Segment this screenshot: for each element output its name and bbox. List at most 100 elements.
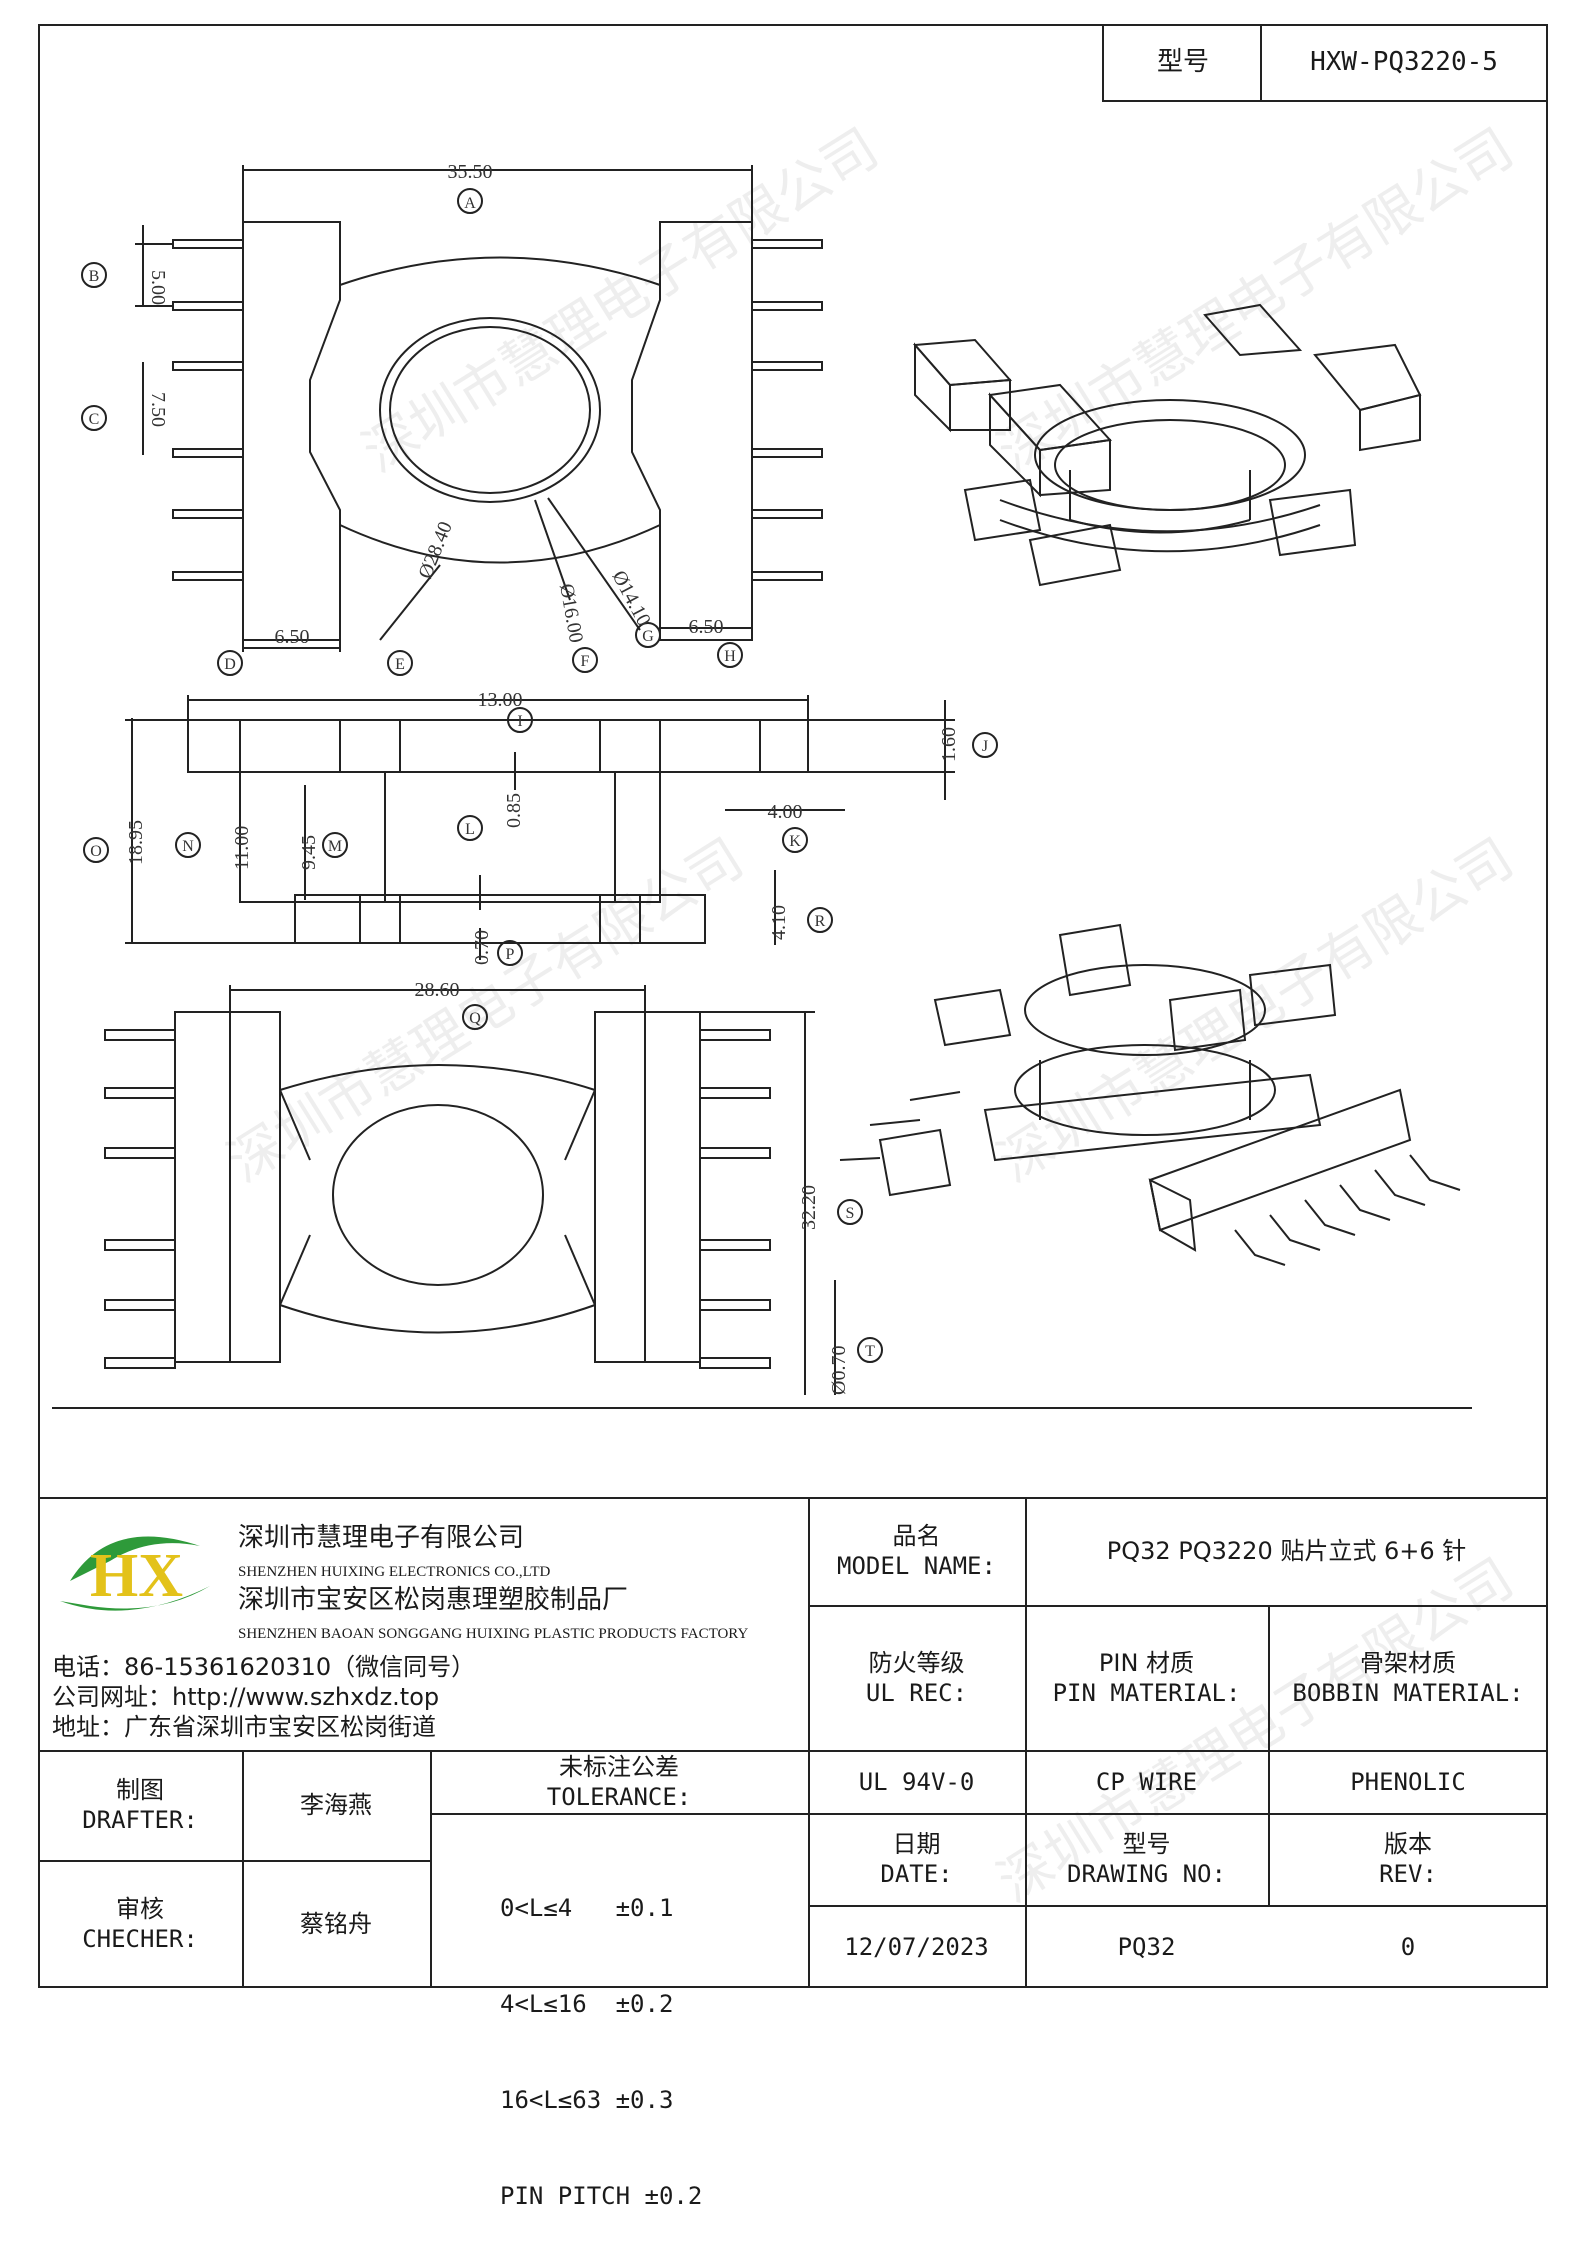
checker-label-en: CHECHER: bbox=[82, 1925, 198, 1953]
mark-a: A bbox=[464, 195, 476, 212]
mark-i: I bbox=[517, 713, 522, 730]
model-name-label-en: MODEL NAME: bbox=[837, 1552, 996, 1580]
fire-rating-label-en: UL REC: bbox=[865, 1678, 968, 1707]
dim-p: 0.70 bbox=[471, 930, 493, 965]
dim-k: 4.00 bbox=[768, 801, 803, 823]
drafter-label-en: DRAFTER: bbox=[82, 1806, 198, 1834]
dim-e: Ø28.40 bbox=[414, 519, 457, 582]
bobbin-material-label-en: BOBBIN MATERIAL: bbox=[1292, 1678, 1524, 1707]
drawing-no-label-cn: 型号 bbox=[1122, 1830, 1171, 1858]
dim-i: 13.00 bbox=[478, 689, 523, 711]
top-view-right-body bbox=[631, 221, 753, 641]
title-block-rule bbox=[430, 1813, 808, 1815]
mark-j: J bbox=[982, 738, 988, 755]
factory-name-cn: 深圳市宝安区松岗惠理塑胶制品厂 bbox=[238, 1585, 629, 1615]
company-name-en: SHENZHEN HUIXING ELECTRONICS CO.,LTD bbox=[238, 1564, 551, 1580]
company-phone: 电话：86-15361620310（微信同号） bbox=[52, 1653, 476, 1681]
pin-material-value: CP WIRE bbox=[1095, 1767, 1198, 1796]
dim-o: 18.95 bbox=[125, 820, 147, 865]
pin-material-label-en: PIN MATERIAL: bbox=[1052, 1678, 1241, 1707]
dim-r: 4.10 bbox=[768, 905, 790, 940]
tolerance-list: 0<L≤4 ±0.1 4<L≤16 ±0.2 16<L≤63 ±0.3 PIN … bbox=[500, 1828, 800, 2244]
mark-d: D bbox=[224, 656, 236, 673]
drafter-name: 李海燕 bbox=[300, 1791, 372, 1819]
drawing-no-label-en: DRAWING NO: bbox=[1067, 1860, 1226, 1888]
top-view bbox=[135, 165, 823, 652]
rev-value: 0 bbox=[1400, 1932, 1416, 1961]
mark-t: T bbox=[865, 1343, 875, 1360]
dim-c: 7.50 bbox=[147, 392, 169, 427]
type-label-cell: 型号 bbox=[1102, 24, 1262, 102]
mark-l: L bbox=[465, 821, 475, 838]
bottom-view bbox=[52, 985, 1472, 1409]
mark-o: O bbox=[90, 843, 102, 860]
mark-c: C bbox=[89, 411, 100, 428]
mark-m: M bbox=[328, 838, 342, 855]
checker-label: 审核 CHECHER: bbox=[38, 1860, 242, 1988]
side-view-bottom-flange bbox=[294, 894, 706, 944]
dim-h: 6.50 bbox=[689, 616, 724, 638]
mark-r: R bbox=[815, 913, 826, 930]
drafter-label-cn: 制图 bbox=[116, 1776, 164, 1804]
bottom-view-right-body bbox=[594, 1011, 646, 1363]
title-block-divider bbox=[430, 1750, 432, 1988]
type-label: 型号 bbox=[1156, 47, 1209, 77]
tolerance-line: 4<L≤16 ±0.2 bbox=[500, 1990, 674, 2018]
drafter-label: 制图 DRAFTER: bbox=[38, 1750, 242, 1860]
title-block-divider bbox=[808, 1497, 810, 1988]
checker-label-cn: 审核 bbox=[116, 1895, 164, 1923]
mark-f: F bbox=[581, 653, 590, 670]
bottom-view-cross-top bbox=[279, 1064, 596, 1091]
top-view-flange-top bbox=[339, 256, 661, 286]
mark-s: S bbox=[846, 1205, 855, 1222]
mark-h: H bbox=[724, 648, 736, 665]
mark-p: P bbox=[506, 946, 515, 963]
side-view-top-flange bbox=[187, 719, 809, 773]
date-value: 12/07/2023 bbox=[844, 1932, 989, 1961]
dim-b: 5.00 bbox=[147, 270, 169, 305]
top-view-outer-ring bbox=[379, 317, 601, 503]
title-block-divider bbox=[242, 1750, 244, 1988]
bottom-view-right-pins bbox=[699, 1029, 771, 1369]
tolerance-line: 0<L≤4 ±0.1 bbox=[500, 1894, 674, 1922]
bottom-view-cross-bottom bbox=[279, 1304, 596, 1334]
top-view-right-pins bbox=[751, 239, 823, 581]
logo-text: HX bbox=[90, 1542, 183, 1610]
tolerance-label-en: TOLERANCE: bbox=[546, 1782, 692, 1811]
factory-name-en: SHENZHEN BAOAN SONGGANG HUIXING PLASTIC … bbox=[238, 1626, 749, 1642]
pin-material-label: PIN 材质 PIN MATERIAL: bbox=[1025, 1605, 1268, 1750]
title-block-rule bbox=[808, 1905, 1548, 1907]
company-logo: HX bbox=[50, 1516, 220, 1626]
bottom-view-left-rail bbox=[174, 1011, 231, 1363]
title-block-rule bbox=[808, 1605, 1548, 1607]
fire-rating-label: 防火等级 UL REC: bbox=[808, 1605, 1025, 1750]
label-circles bbox=[81, 188, 998, 1363]
iso-view-bottom bbox=[839, 923, 1461, 1266]
company-website: 公司网址：http://www.szhxdz.top bbox=[52, 1683, 440, 1711]
rev-label: 版本 REV: bbox=[1268, 1813, 1548, 1905]
type-value-cell: HXW-PQ3220-5 bbox=[1260, 24, 1548, 102]
bottom-view-left-body bbox=[229, 1011, 281, 1363]
title-block-rule bbox=[38, 1750, 1548, 1752]
dim-m: 9.45 bbox=[298, 835, 320, 870]
date-label: 日期 DATE: bbox=[808, 1813, 1025, 1905]
bobbin-material-label: 骨架材质 BOBBIN MATERIAL: bbox=[1268, 1605, 1548, 1750]
title-block-rule bbox=[808, 1813, 1548, 1815]
top-view-flange-bottom bbox=[339, 524, 661, 564]
dim-n: 11.00 bbox=[231, 826, 253, 870]
dim-s: 32.20 bbox=[798, 1185, 820, 1230]
dim-d: 6.50 bbox=[275, 626, 310, 648]
drawing-frame bbox=[38, 24, 1548, 1988]
company-address: 地址：广东省深圳市宝安区松岗街道 bbox=[52, 1713, 436, 1741]
dim-t: Ø0.70 bbox=[828, 1346, 850, 1395]
tolerance-label-cn: 未标注公差 bbox=[559, 1752, 679, 1781]
tolerance-line: 16<L≤63 ±0.3 bbox=[500, 2086, 674, 2114]
type-value: HXW-PQ3220-5 bbox=[1310, 47, 1498, 77]
mark-g: G bbox=[642, 628, 654, 645]
technical-drawing: 35.50 A 5.00 B 7.50 C 6.50 D Ø28.40 E Ø1… bbox=[52, 161, 1472, 1409]
side-view bbox=[125, 695, 955, 960]
mark-k: K bbox=[789, 833, 801, 850]
drawing-no-label: 型号 DRAWING NO: bbox=[1025, 1813, 1268, 1905]
top-view-left-body bbox=[242, 221, 341, 641]
drawing-no-value: PQ32 bbox=[1117, 1932, 1176, 1961]
